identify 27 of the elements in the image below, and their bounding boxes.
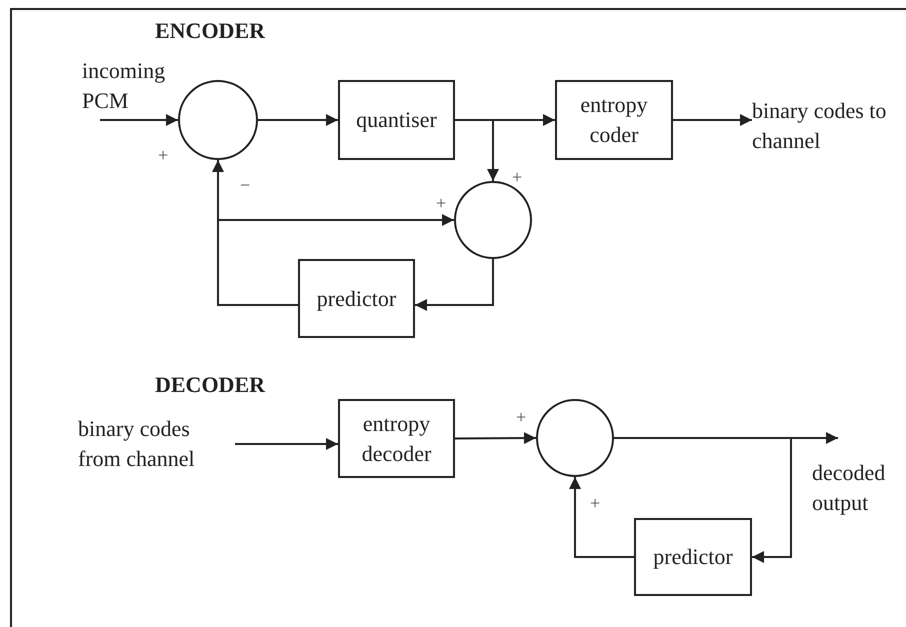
arrow [455, 119, 499, 181]
sign-label: + [590, 492, 600, 515]
arrow [99, 114, 178, 126]
arrow [673, 114, 752, 126]
arrow [258, 114, 338, 126]
arrow [217, 214, 454, 306]
process-box: quantiser [338, 80, 455, 160]
sign-label: + [436, 192, 446, 215]
arrow [569, 477, 634, 558]
signal-label: binary codes from channel [78, 414, 235, 474]
process-box: predictor [634, 518, 752, 596]
section-heading: DECODER [155, 372, 266, 398]
process-box: entropy decoder [338, 399, 455, 478]
sign-label: + [512, 166, 522, 189]
sign-label: + [516, 406, 526, 429]
sign-label: − [240, 174, 250, 197]
arrow [235, 438, 338, 450]
process-box: predictor [298, 259, 415, 338]
signal-label: binary codes to channel [752, 96, 897, 156]
process-box: entropy coder [555, 80, 673, 160]
signal-label: decoded output [812, 459, 886, 517]
arrow [614, 437, 792, 563]
sign-label: + [158, 144, 168, 167]
arrow [415, 259, 494, 311]
arrow [455, 432, 536, 444]
signal-label: incoming PCM [82, 56, 192, 120]
section-heading: ENCODER [155, 18, 266, 44]
